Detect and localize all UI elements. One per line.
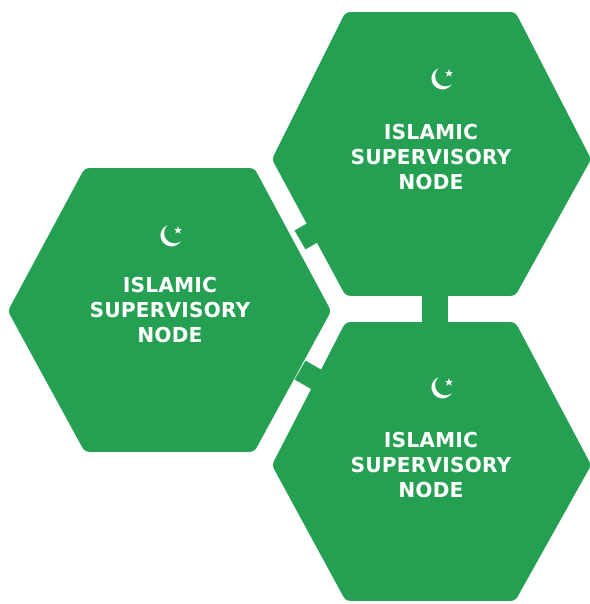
node-label-left: ISLAMIC SUPERVISORY NODE <box>70 273 270 348</box>
node-label-line: ISLAMIC <box>383 428 479 452</box>
crescent-star-icon <box>431 377 453 399</box>
node-label-top-right: ISLAMIC SUPERVISORY NODE <box>331 120 531 195</box>
node-label-bottom-right: ISLAMIC SUPERVISORY NODE <box>331 428 531 503</box>
hexagon-node-top-right[interactable] <box>273 12 590 296</box>
node-label-line: SUPERVISORY <box>350 453 512 477</box>
crescent-star-icon <box>160 225 182 247</box>
node-label-line: NODE <box>398 478 464 502</box>
hexagon-node-bottom-right[interactable] <box>273 322 590 601</box>
node-label-line: SUPERVISORY <box>350 145 512 169</box>
hexagon-node-left[interactable] <box>9 168 330 452</box>
node-label-line: SUPERVISORY <box>89 298 251 322</box>
node-label-line: NODE <box>398 170 464 194</box>
node-label-line: ISLAMIC <box>383 120 479 144</box>
crescent-star-icon <box>431 68 453 90</box>
node-label-line: NODE <box>137 323 203 347</box>
node-label-line: ISLAMIC <box>122 273 218 297</box>
